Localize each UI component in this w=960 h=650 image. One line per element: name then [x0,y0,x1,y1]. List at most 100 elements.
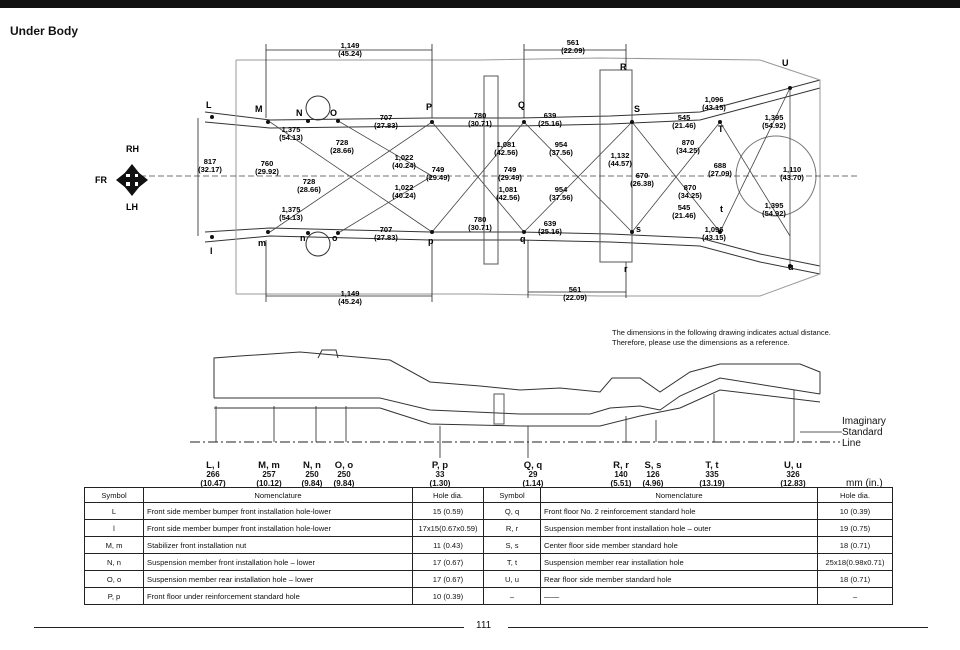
dimension-label: 728(28.66) [330,138,354,155]
point-label: u [788,262,794,272]
imaginary-standard-line-label: Imaginary Standard Line [842,416,886,449]
dimension-label: 1,395(54.92) [762,113,786,130]
table-cell: 10 (0.39) [412,587,484,605]
table-cell: 18 (0.71) [817,536,893,554]
dimension-label: 1,022(40.24) [392,153,416,170]
table-cell: Front side member bumper front installat… [143,502,413,520]
table-cell: – [817,587,893,605]
dimension-label: 749(29.49) [426,165,450,182]
table-cell: Suspension member front installation hol… [540,519,818,537]
hole-spec-table: Symbol Nomenclature Hole dia. Symbol Nom… [84,487,893,605]
point-label: s [636,224,641,234]
point-label: R [620,62,627,72]
point-label: r [624,264,628,274]
table-cell: 18 (0.71) [817,570,893,588]
table-cell: Rear floor side member standard hole [540,570,818,588]
column-header: Symbol [84,487,144,503]
point-label: N [296,108,303,118]
column-header: Nomenclature [540,487,818,503]
dimension-label: 561(22.09) [563,285,587,302]
table-cell: 19 (0.75) [817,519,893,537]
dimension-label: 707(27.83) [374,113,398,130]
table-cell: N, n [84,553,144,571]
dimension-label: 749(29.49) [498,165,522,182]
dimension-label: 1,081(42.56) [494,140,518,157]
column-header: Symbol [483,487,541,503]
dimension-label: 545(21.46) [672,113,696,130]
dimension-label: 1,149(45.24) [338,289,362,306]
point-label: S [634,104,640,114]
point-label: P [426,102,432,112]
dimension-labels: 1,149(45.24)561(22.09)1,149(45.24)561(22… [198,38,804,306]
dimension-label: 1,375(54.13) [279,125,303,142]
footer-rule-right [508,627,928,628]
table-cell: 25x18(0.98x0.71) [817,553,893,571]
table-cell: l [84,519,144,537]
table-cell: 17 (0.67) [412,570,484,588]
dimension-label: 670(26.38) [630,171,654,188]
table-cell: O, o [84,570,144,588]
point-label: Q [518,100,525,110]
side-view-diagram [190,349,842,458]
dimension-label: 688(27.09) [708,161,732,178]
point-label: p [428,236,434,246]
table-cell: L [84,502,144,520]
table-cell: Center floor side member standard hole [540,536,818,554]
table-cell: Q, q [483,502,541,520]
column-header: Nomenclature [143,487,413,503]
point-label: L [206,100,212,110]
table-cell: Stabilizer front installation nut [143,536,413,554]
imaginary-line-text: Imaginary Standard Line [842,416,886,449]
table-cell: Front floor under reinforcement standard… [143,587,413,605]
footer-rule-left [34,627,464,628]
table-cell: M, m [84,536,144,554]
table-cell: 17x15(0.67x0.59) [412,519,484,537]
table-cell: P, p [84,587,144,605]
dimension-label: 954(37.56) [549,185,573,202]
page-number: 111 [476,620,492,631]
top-view-diagram: RH LH FR L M N O P Q R S T U l m n o p q… [95,38,860,306]
dimension-label: 1,096(43.15) [702,95,726,112]
point-label: o [332,233,338,243]
dimension-label: 1,375(54.13) [279,205,303,222]
point-label: M [255,104,263,114]
point-label: q [520,234,526,244]
page-title: Under Body [10,24,79,38]
dimension-label: 561(22.09) [561,38,585,55]
dimension-label: 639(25.16) [538,111,562,128]
dimension-label: 1,395(54.92) [762,201,786,218]
dimension-label: 728(28.66) [297,177,321,194]
table-cell: 10 (0.39) [817,502,893,520]
dimension-label: 1,110(43.70) [780,165,804,182]
dimension-label: 1,081(42.56) [496,185,520,202]
column-header: Hole dia. [817,487,893,503]
dimension-label: 1,132(44.57) [608,151,632,168]
table-cell: 15 (0.59) [412,502,484,520]
table-cell: —— [540,587,818,605]
table-cell: Suspension member rear installation hole [540,553,818,571]
table-cell: R, r [483,519,541,537]
page-footer: 111 [0,620,960,634]
table-cell: S, s [483,536,541,554]
point-label: T [718,124,724,134]
dimension-label: 1,022(40.24) [392,183,416,200]
fr-label: FR [95,175,107,185]
lh-label: LH [126,202,138,212]
point-label: U [782,58,789,68]
table-header-row: Symbol Nomenclature Hole dia. Symbol Nom… [84,487,893,503]
dimension-label: 1,096(43.15) [702,225,726,242]
table-cell: Suspension member rear installation hole… [143,570,413,588]
